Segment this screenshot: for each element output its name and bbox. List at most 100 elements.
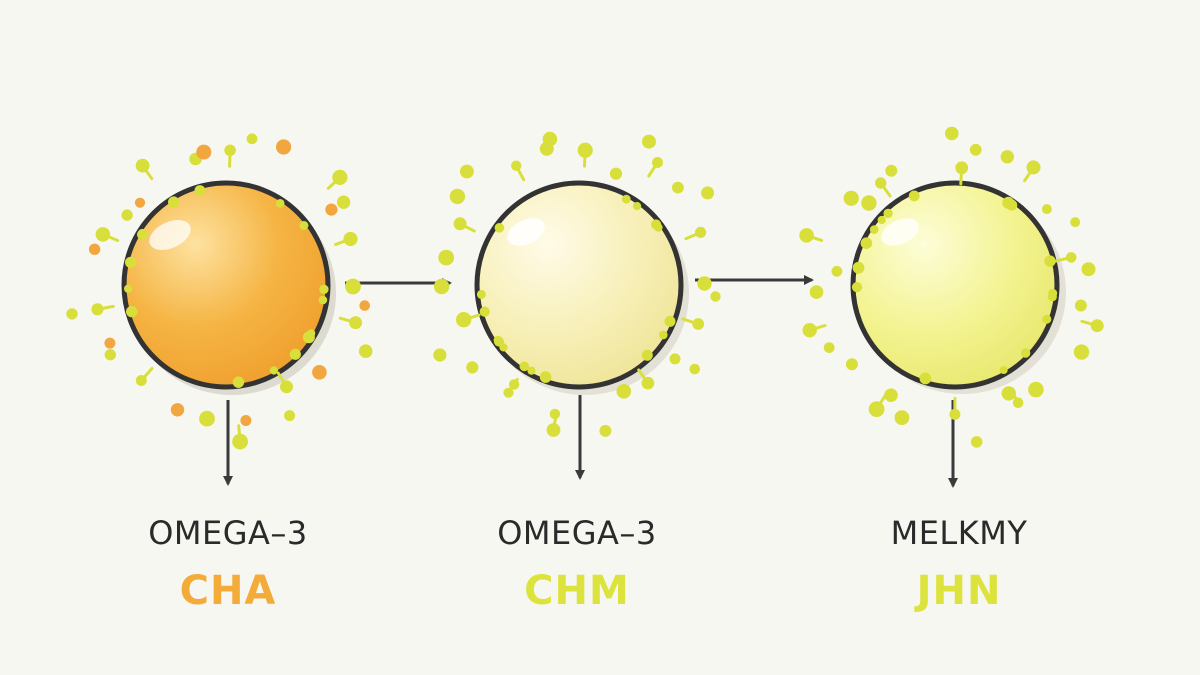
particle-dot xyxy=(345,278,361,295)
surface-speck xyxy=(499,343,508,352)
surface-speck xyxy=(125,256,137,269)
particle-dot xyxy=(945,126,959,141)
particle-dot xyxy=(325,203,338,216)
particle-dot xyxy=(121,209,133,221)
surface-speck xyxy=(124,284,133,293)
particle-dot xyxy=(196,144,212,160)
surface-speck xyxy=(851,282,863,293)
surface-speck xyxy=(621,194,631,204)
particle-dot xyxy=(845,358,858,371)
surface-speck xyxy=(126,305,138,318)
surface-speck xyxy=(319,284,329,294)
surface-speck xyxy=(137,228,148,239)
particle-stem xyxy=(507,377,519,395)
surface-speck xyxy=(194,185,206,196)
particle-dot xyxy=(609,167,623,180)
particle-dot xyxy=(970,436,983,448)
surface-speck xyxy=(269,366,278,375)
particle-stem xyxy=(334,237,352,246)
surface-speck xyxy=(168,196,180,208)
particle-dot xyxy=(466,361,479,374)
particle-stem xyxy=(139,367,154,382)
particle-stem xyxy=(684,230,703,241)
particle-dot xyxy=(433,278,450,295)
particle-dot xyxy=(1070,217,1081,228)
particle-dot xyxy=(276,139,292,155)
surface-speck xyxy=(289,348,301,360)
sphere-node-1 xyxy=(121,180,336,395)
particle-stem xyxy=(96,304,115,311)
surface-speck xyxy=(1044,255,1056,267)
surface-speck xyxy=(539,371,552,383)
surface-speck xyxy=(1048,288,1058,298)
particle-dot xyxy=(616,384,632,399)
particle-dot xyxy=(104,349,117,361)
particle-dot xyxy=(1000,150,1014,164)
surface-speck xyxy=(664,315,676,327)
particle-dot xyxy=(843,190,859,206)
surface-speck xyxy=(659,330,668,340)
surface-speck xyxy=(654,223,663,232)
particle-dot xyxy=(861,195,877,211)
particle-dot xyxy=(894,410,910,425)
particle-dot xyxy=(710,291,721,302)
particle-stem xyxy=(1054,255,1073,263)
particle-stem xyxy=(637,368,650,385)
surface-speck xyxy=(1006,199,1018,211)
particle-dot xyxy=(134,197,146,208)
particle-dot xyxy=(1081,262,1096,277)
surface-speck xyxy=(877,215,886,225)
particle-stem xyxy=(514,164,526,182)
surface-speck xyxy=(307,329,316,338)
particle-dot xyxy=(1001,386,1016,401)
particle-stem xyxy=(326,175,342,190)
particle-dot xyxy=(66,308,78,320)
surface-speck xyxy=(299,221,309,230)
particle-dot xyxy=(460,164,474,179)
surface-speck xyxy=(869,225,879,234)
particle-dot xyxy=(884,388,898,403)
surface-speck xyxy=(232,376,245,388)
node-3-top-label: MELKMY xyxy=(890,514,1028,552)
surface-speck xyxy=(527,366,536,375)
particle-dot xyxy=(831,265,843,277)
particle-dot xyxy=(449,188,466,205)
particle-stem xyxy=(583,148,587,168)
surface-speck xyxy=(519,361,530,372)
particle-stem xyxy=(1080,319,1099,328)
particle-dot xyxy=(697,276,712,291)
particle-stem xyxy=(808,324,827,332)
particle-dot xyxy=(823,342,835,353)
particle-dot xyxy=(809,285,824,299)
particle-stem xyxy=(959,166,964,186)
particle-dot xyxy=(642,134,656,149)
particle-dot xyxy=(170,403,185,417)
particle-dot xyxy=(240,415,252,426)
surface-speck xyxy=(641,349,653,361)
node-3-bottom-label: JHN xyxy=(916,568,1002,614)
particle-dot xyxy=(359,300,371,311)
particle-stem xyxy=(681,317,700,326)
particle-layer xyxy=(66,126,1104,450)
particle-stem xyxy=(101,232,120,242)
particle-dot xyxy=(969,143,982,156)
node-2-bottom-label: CHM xyxy=(524,568,630,614)
particle-dot xyxy=(88,243,101,255)
particle-dot xyxy=(1073,344,1090,360)
particle-dot xyxy=(199,410,215,427)
particle-dot xyxy=(433,348,447,362)
particle-dot xyxy=(1041,204,1052,215)
particle-dot xyxy=(438,249,455,266)
particle-dot xyxy=(358,344,373,359)
particle-stem xyxy=(875,394,887,411)
surface-speck xyxy=(852,261,865,274)
particle-dot xyxy=(669,353,681,365)
particle-stem xyxy=(458,222,476,233)
particle-dot xyxy=(312,365,327,380)
surface-speck xyxy=(1042,314,1052,324)
particle-dot xyxy=(1028,381,1044,398)
particle-dot xyxy=(246,133,258,145)
node-2-top-label: OMEGA–3 xyxy=(497,514,657,552)
particle-dot xyxy=(1074,299,1087,312)
